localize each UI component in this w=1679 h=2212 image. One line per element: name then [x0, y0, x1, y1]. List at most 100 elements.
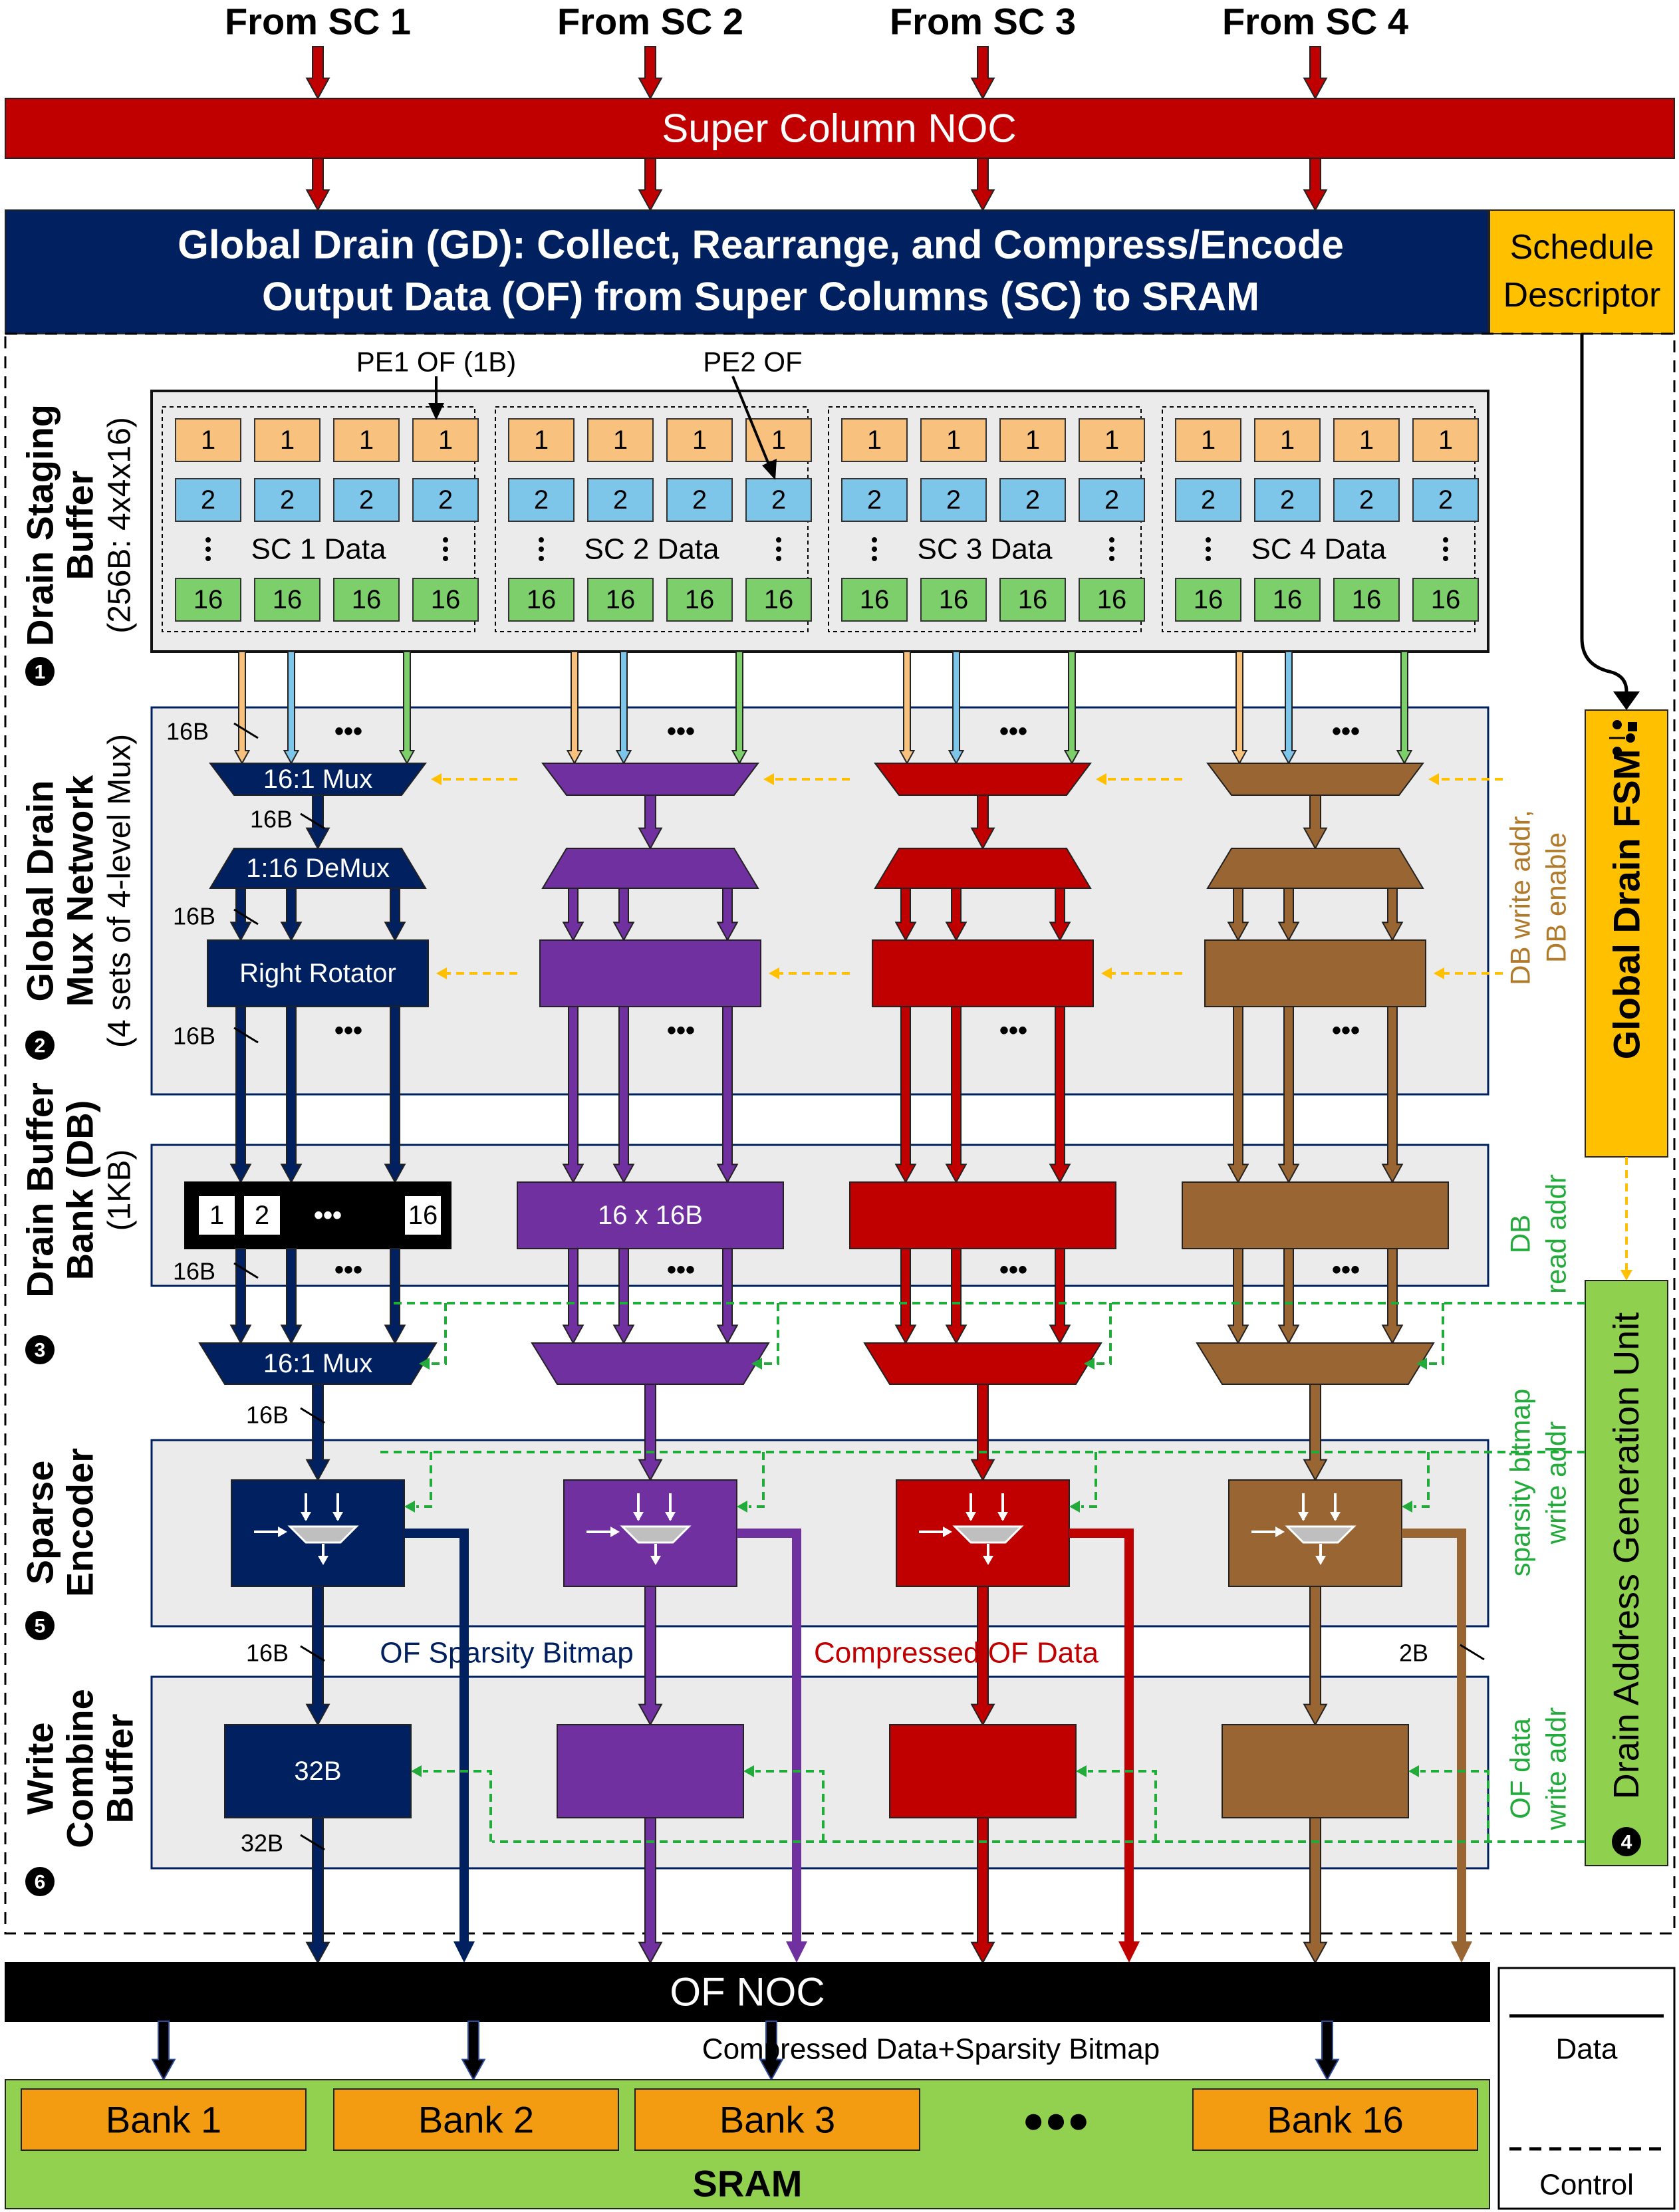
staging-cell-text-sc4-r1-c1: 1 [1201, 426, 1216, 455]
staging-group-label-sc1: SC 1 Data [251, 533, 387, 566]
width-32b-slash [300, 1834, 325, 1851]
super-column-noc [5, 98, 1675, 159]
sram-bank-label-4: Bank 16 [1267, 2099, 1404, 2141]
staging-cell-text-sc2-r1-c3: 1 [692, 426, 707, 455]
rotator-out-arrow-c2-0 [562, 1006, 584, 1184]
stage-s1-number: 1 [35, 662, 46, 683]
global-drain-title-2: Output Data (OF) from Super Columns (SC)… [262, 275, 1259, 319]
rotator-out-arrow-c4-1 [1277, 1006, 1300, 1184]
bitmap-path-head-c3 [1118, 1941, 1140, 1963]
db-read-addr-bus [392, 1302, 1585, 1370]
staging-cell-text-sc3-r2-c1: 2 [867, 485, 882, 515]
rotator-c2 [539, 939, 761, 1007]
rotator-out-arrow-c2-2 [716, 1006, 739, 1184]
db-block-c2 [517, 1181, 784, 1249]
db-cell-text-1: 1 [209, 1201, 224, 1230]
stage-s3-number: 3 [35, 1340, 46, 1362]
staging-cell-sc1-r3-c2 [254, 578, 321, 622]
sparsity-addr-bus [378, 1451, 1585, 1513]
stage-s6-number: 6 [35, 1872, 46, 1894]
rotator-dots-c3: ••• [999, 1016, 1027, 1045]
encoder-to-wcb-c3 [970, 1586, 995, 1727]
demux-out-arrow-c1-1 [280, 888, 303, 942]
staging-cell-text-sc2-r2-c3: 2 [692, 485, 707, 515]
fsm-control-arrow-1-c3 [1101, 967, 1182, 979]
staging-cell-text-sc4-r3-c2: 16 [1273, 585, 1303, 614]
db-dots-c2: ••• [667, 1255, 695, 1285]
sram-bank-2 [333, 2088, 619, 2151]
sram-bank-4 [1192, 2088, 1478, 2151]
wcb-c2 [557, 1724, 744, 1818]
legend-data-label: Data [1556, 2033, 1618, 2066]
staging-group-label-sc3: SC 3 Data [918, 533, 1053, 566]
stage-s3-line2: Bank (DB) [59, 1100, 101, 1281]
db-out-arrow-c3-2 [1049, 1248, 1071, 1345]
staging-cell-text-sc1-r2-c1: 2 [201, 485, 215, 515]
staging-cell-text-sc2-r3-c1: 16 [527, 585, 557, 614]
staging-cell-text-sc3-r2-c4: 2 [1104, 485, 1119, 515]
staging-cell-sc2-r3-c1 [508, 578, 575, 622]
input-label-sc4: From SC 4 [1222, 1, 1408, 43]
stage-s1-number-badge [25, 657, 55, 686]
mux16-c2 [541, 763, 759, 796]
stage-s1-line3: (256B: 4x4x16) [102, 417, 138, 634]
stage-s1-line1: Drain Staging [19, 404, 61, 646]
staging-out-arrow-c1-2 [398, 651, 416, 765]
mux-top-dots-c2: ••• [667, 717, 695, 746]
staging-cell-sc3-r2-c1 [841, 478, 908, 522]
staging-cell-text-sc3-r3-c1: 16 [860, 585, 890, 614]
staging-cell-sc4-r3-c4 [1412, 578, 1479, 622]
width-16b-1-slash [233, 722, 259, 739]
staging-cell-text-sc3-r1-c3: 1 [1025, 426, 1040, 455]
staging-cell-sc4-r2-c1 [1175, 478, 1241, 522]
schedule-descriptor-line1: Schedule [1510, 228, 1654, 267]
db-block-c4 [1182, 1181, 1449, 1249]
staging-cell-sc1-r2-c1 [175, 478, 241, 522]
db-read-label-2: read addr [1541, 1174, 1572, 1294]
stage-s5-number: 5 [35, 1616, 46, 1638]
ofdata-label-1: OF data [1505, 1717, 1536, 1818]
staging-cell-sc1-r1-c4 [412, 418, 479, 462]
wcb-to-ofnoc-c1 [305, 1817, 330, 1965]
staging-cell-sc4-r3-c3 [1333, 578, 1400, 622]
rotator-out-arrow-c4-0 [1227, 1006, 1249, 1184]
staging-cell-text-sc3-r2-c2: 2 [946, 485, 961, 515]
input-arrow-sc1 [305, 46, 330, 100]
staging-group-label-sc2: SC 2 Data [584, 533, 720, 566]
encoder-symbol-c3 [919, 1493, 1024, 1565]
input-label-sc3: From SC 3 [890, 1, 1076, 43]
sram-bank-3 [634, 2088, 920, 2151]
bitmap-path-head-c1 [453, 1941, 475, 1963]
staging-cell-sc4-r2-c3 [1333, 478, 1400, 522]
global-drain-title-1: Global Drain (GD): Collect, Rearrange, a… [178, 223, 1344, 267]
width-16b-2-slash [300, 812, 325, 830]
mux-to-demux-arrow-c4 [1303, 795, 1328, 850]
staging-ellipsis-right-sc2 [776, 537, 781, 561]
staging-cell-text-sc3-r3-c3: 16 [1018, 585, 1048, 614]
staging-out-arrow-c2-2 [731, 651, 748, 765]
db-cell-4 [404, 1195, 442, 1236]
staging-cell-sc1-r2-c3 [333, 478, 400, 522]
mux16b-c1 [198, 1342, 438, 1385]
sparsity-label-1: sparsity bitmap [1505, 1389, 1536, 1576]
staging-out-arrow-c1-0 [233, 651, 251, 765]
noc-to-gd-arrow-2 [638, 158, 663, 212]
fsm-control-arrow-1-c1 [436, 967, 517, 979]
demux-c3 [874, 848, 1092, 889]
staging-cell-text-sc3-r3-c2: 16 [939, 585, 969, 614]
mux16-c4 [1206, 763, 1424, 796]
pe2-of-label: PE2 OF [703, 346, 802, 378]
mux-to-demux-arrow-c2 [638, 795, 663, 850]
width-16b-6: 16B [246, 1402, 289, 1429]
demux-out-arrow-c2-1 [612, 888, 635, 942]
staging-cell-text-sc2-r2-c4: 2 [771, 485, 786, 515]
db-dots-c1: ••• [334, 1255, 362, 1285]
db-out-arrow-c2-1 [612, 1248, 635, 1345]
stage-s6-number-badge [25, 1867, 55, 1896]
demux-out-arrow-c2-2 [716, 888, 739, 942]
staging-cell-sc4-r1-c4 [1412, 418, 1479, 462]
fsm-control-arrow-0-c3 [1096, 773, 1182, 785]
demux-out-arrow-c1-2 [384, 888, 406, 942]
bitmap-path-head-c2 [786, 1941, 807, 1963]
